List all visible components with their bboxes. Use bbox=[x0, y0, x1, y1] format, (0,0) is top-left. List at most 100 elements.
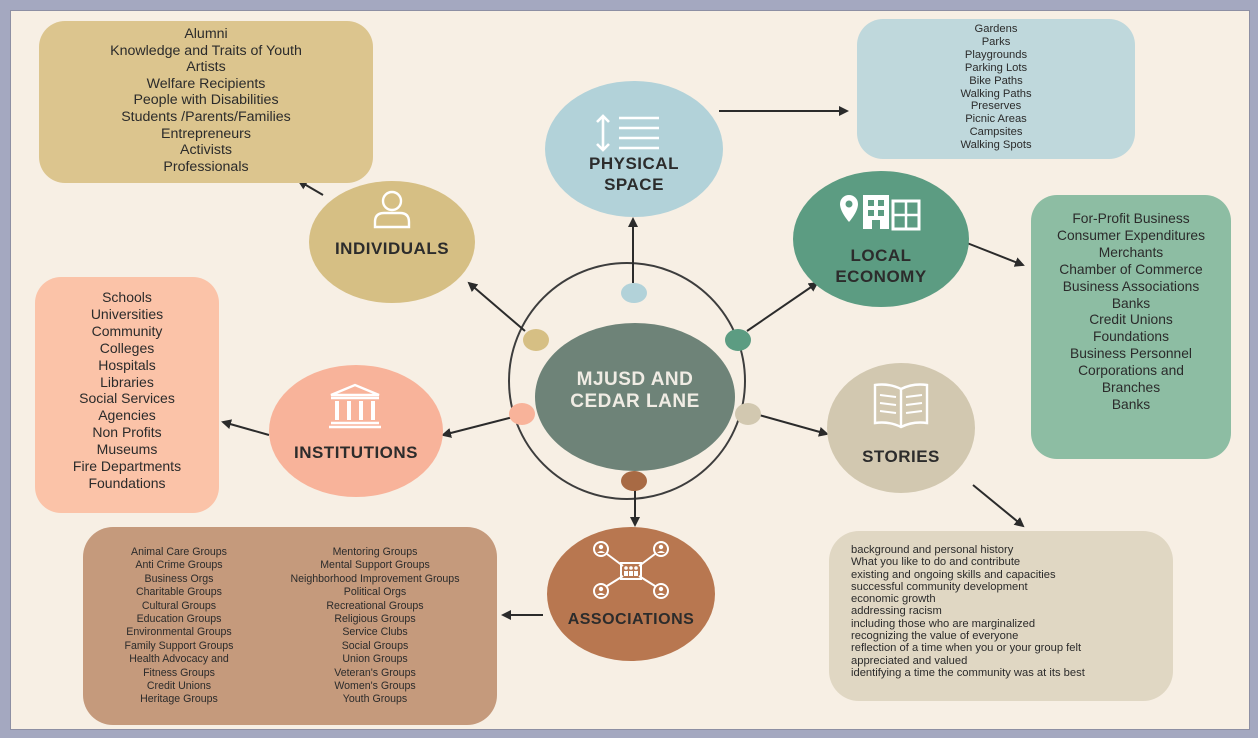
institutions-title: INSTITUTIONS bbox=[269, 443, 443, 463]
list-item: Walking Spots bbox=[960, 139, 1032, 152]
list-item: Health Advocacy and bbox=[129, 653, 229, 666]
list-item: Cultural Groups bbox=[141, 599, 217, 612]
individuals-node: INDIVIDUALS bbox=[309, 181, 475, 303]
list-item: Mental Support Groups bbox=[320, 559, 430, 572]
list-item: recognizing the value of everyone bbox=[851, 630, 1019, 643]
list-item: Women's Groups bbox=[334, 680, 416, 693]
list-item: Consumer Expenditures bbox=[1056, 227, 1205, 243]
local-economy-list-box: For-Profit Business Consumer Expenditure… bbox=[1031, 195, 1231, 459]
connector-lines bbox=[221, 106, 1025, 620]
list-item: Charitable Groups bbox=[136, 586, 222, 599]
local-economy-title: LOCAL ECONOMY bbox=[793, 245, 969, 287]
list-item: People with Disabilities bbox=[133, 92, 279, 109]
list-item: What you like to do and contribute bbox=[851, 556, 1021, 569]
center-title: MJUSD AND CEDAR LANE bbox=[535, 369, 735, 413]
list-item: Heritage Groups bbox=[140, 693, 218, 706]
list-item: Professionals bbox=[163, 158, 249, 175]
center-title-line: CEDAR LANE bbox=[570, 391, 700, 412]
list-item: Campsites bbox=[969, 126, 1023, 139]
institutions-list-box: Schools Universities Community Colleges … bbox=[35, 277, 219, 513]
list-item: Hospitals bbox=[98, 356, 156, 373]
list-item: Community bbox=[91, 322, 163, 339]
diagram-canvas: MJUSD AND CEDAR LANE Alumni Knowledge an… bbox=[10, 10, 1250, 730]
center-title-line: MJUSD AND bbox=[576, 369, 694, 390]
list-item: Non Profits bbox=[92, 424, 162, 441]
list-item: appreciated and valued bbox=[851, 654, 968, 667]
list-item: Parks bbox=[981, 35, 1011, 48]
list-item: Corporations and bbox=[1078, 363, 1184, 379]
list-item: For-Profit Business bbox=[1072, 211, 1190, 226]
physical-space-list-box: Gardens Parks Playgrounds Parking Lots B… bbox=[857, 19, 1135, 159]
individuals-title-line: INDIVIDUALS bbox=[334, 239, 450, 258]
sort-list-icon bbox=[596, 114, 659, 152]
list-item: background and personal history bbox=[851, 544, 1014, 556]
list-item: Bike Paths bbox=[969, 74, 1023, 87]
list-item: Entrepreneurs bbox=[161, 125, 251, 142]
list-item: Mentoring Groups bbox=[332, 546, 418, 558]
list-item: Business Associations bbox=[1062, 278, 1200, 294]
list-item: Environmental Groups bbox=[126, 626, 232, 639]
list-item: Social Groups bbox=[341, 639, 409, 652]
list-item: Activists bbox=[179, 142, 233, 159]
associations-title-line: ASSOCIATIONS bbox=[567, 611, 695, 628]
list-item: Neighborhood Improvement Groups bbox=[290, 572, 460, 585]
list-item: Banks bbox=[1111, 295, 1151, 311]
list-item: Recreational Groups bbox=[326, 599, 424, 612]
list-item: Branches bbox=[1101, 380, 1161, 396]
individuals-list-box: Alumni Knowledge and Traits of Youth Art… bbox=[39, 21, 373, 183]
list-item: Playgrounds bbox=[964, 48, 1028, 61]
associations-list-box: Animal Care Groups Anti Crime Groups Bus… bbox=[83, 527, 497, 725]
institutions-node: INSTITUTIONS bbox=[269, 365, 443, 497]
associations-title: ASSOCIATIONS bbox=[547, 611, 715, 629]
stories-title: STORIES bbox=[827, 447, 975, 467]
open-book-icon bbox=[873, 383, 929, 429]
list-item: economic growth bbox=[851, 593, 936, 606]
list-item: Foundations bbox=[1093, 329, 1169, 345]
list-item: reflection of a time when you or your gr… bbox=[851, 642, 1082, 655]
physical-space-title-line: PHYSICAL bbox=[589, 154, 679, 173]
buildings-location-icon bbox=[840, 195, 921, 231]
local-economy-title-line: LOCAL bbox=[850, 246, 912, 265]
list-item: Fitness Groups bbox=[143, 666, 215, 679]
list-item: Service Clubs bbox=[342, 626, 408, 639]
list-item: Foundations bbox=[88, 474, 166, 491]
people-network-icon bbox=[593, 541, 669, 599]
local-economy-title-line: ECONOMY bbox=[835, 267, 927, 286]
stories-title-line: STORIES bbox=[862, 447, 940, 466]
list-item: Business Personnel bbox=[1070, 346, 1192, 362]
stories-list-box: background and personal history What you… bbox=[829, 531, 1173, 701]
list-item: successful community development bbox=[851, 580, 1028, 593]
list-item: Youth Groups bbox=[342, 693, 408, 706]
institutions-title-line: INSTITUTIONS bbox=[293, 443, 419, 462]
list-item: Libraries bbox=[100, 373, 154, 390]
list-item: Gardens bbox=[974, 23, 1018, 35]
list-item: Anti Crime Groups bbox=[135, 559, 223, 572]
list-item: Fire Departments bbox=[72, 458, 182, 475]
associations-column-2: Mentoring Groups Mental Support Groups N… bbox=[261, 546, 489, 707]
list-item: addressing racism bbox=[851, 605, 942, 618]
list-item: Welfare Recipients bbox=[146, 75, 266, 92]
list-item: Parking Lots bbox=[964, 61, 1028, 74]
list-item: Union Groups bbox=[342, 653, 408, 666]
list-item: including those who are marginalized bbox=[851, 617, 1036, 630]
stories-node: STORIES bbox=[827, 363, 975, 493]
individuals-dot bbox=[523, 329, 549, 351]
list-item: Family Support Groups bbox=[124, 639, 234, 652]
list-item: Students /Parents/Families bbox=[121, 108, 291, 125]
associations-column-1: Animal Care Groups Anti Crime Groups Bus… bbox=[91, 546, 267, 707]
list-item: Credit Unions bbox=[146, 680, 212, 693]
columned-building-icon bbox=[329, 383, 381, 429]
list-item: Picnic Areas bbox=[965, 113, 1027, 126]
list-item: Museums bbox=[96, 441, 158, 458]
list-item: Business Orgs bbox=[144, 572, 214, 585]
list-item: Walking Paths bbox=[960, 87, 1032, 100]
list-item: Agencies bbox=[98, 407, 156, 424]
stories-dot bbox=[735, 403, 761, 425]
list-item: Universities bbox=[90, 305, 164, 322]
list-item: Political Orgs bbox=[343, 586, 407, 599]
list-item: Education Groups bbox=[136, 613, 222, 626]
list-item: Social Services bbox=[79, 390, 175, 407]
institutions-dot bbox=[509, 403, 535, 425]
list-item: Alumni bbox=[184, 26, 228, 42]
list-item: Banks bbox=[1111, 396, 1151, 412]
